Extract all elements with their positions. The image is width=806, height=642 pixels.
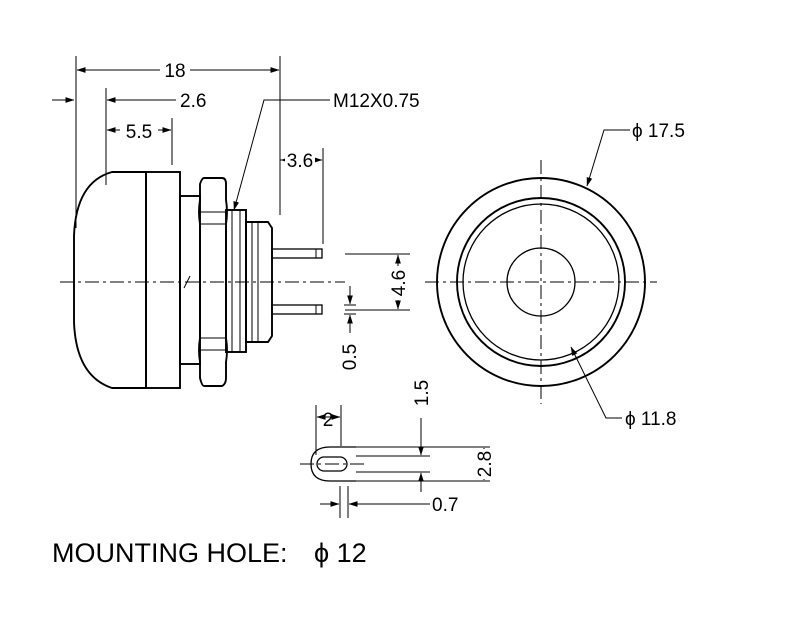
dim-terminal-length: 3.6 <box>287 151 313 172</box>
mounting-hole-label: MOUNTING HOLE: <box>52 538 288 568</box>
dim-dome-offset: 2.6 <box>180 91 206 112</box>
dim-tab-width: 2 <box>323 410 334 431</box>
flange <box>145 171 181 389</box>
dim-button-diameter: ϕ 11.8 <box>625 409 677 430</box>
hex-nut <box>198 177 228 387</box>
dim-dome-depth: 5.5 <box>126 122 152 143</box>
rear-housing <box>245 221 273 343</box>
terminal-lower <box>271 304 323 315</box>
shoulder-ring <box>179 195 201 365</box>
side-dimensions: 18 2.6 5.5 3.6 M12X0.75 4.6 0.5 <box>52 56 420 370</box>
dim-overall-length: 18 <box>164 61 185 82</box>
threaded-body <box>225 209 247 353</box>
dim-tab-thickness: 0.7 <box>432 495 458 516</box>
mounting-hole-value: ϕ 12 <box>314 538 367 568</box>
dim-tab-height: 2.8 <box>475 451 496 477</box>
dim-tab-hole: 1.5 <box>412 380 433 406</box>
terminal-hole <box>316 456 348 472</box>
dim-terminal-thickness: 0.5 <box>340 344 361 370</box>
thread-spec: M12X0.75 <box>333 91 420 112</box>
front-view: ϕ 17.5 ϕ 11.8 <box>425 121 685 430</box>
terminal-detail: 2 1.5 2.8 0.7 <box>300 380 496 518</box>
dim-terminal-spacing: 4.6 <box>389 270 410 296</box>
dome-cap <box>73 171 147 389</box>
side-view <box>60 171 345 389</box>
dim-outer-diameter: ϕ 17.5 <box>632 121 685 142</box>
terminal-upper <box>271 248 323 259</box>
